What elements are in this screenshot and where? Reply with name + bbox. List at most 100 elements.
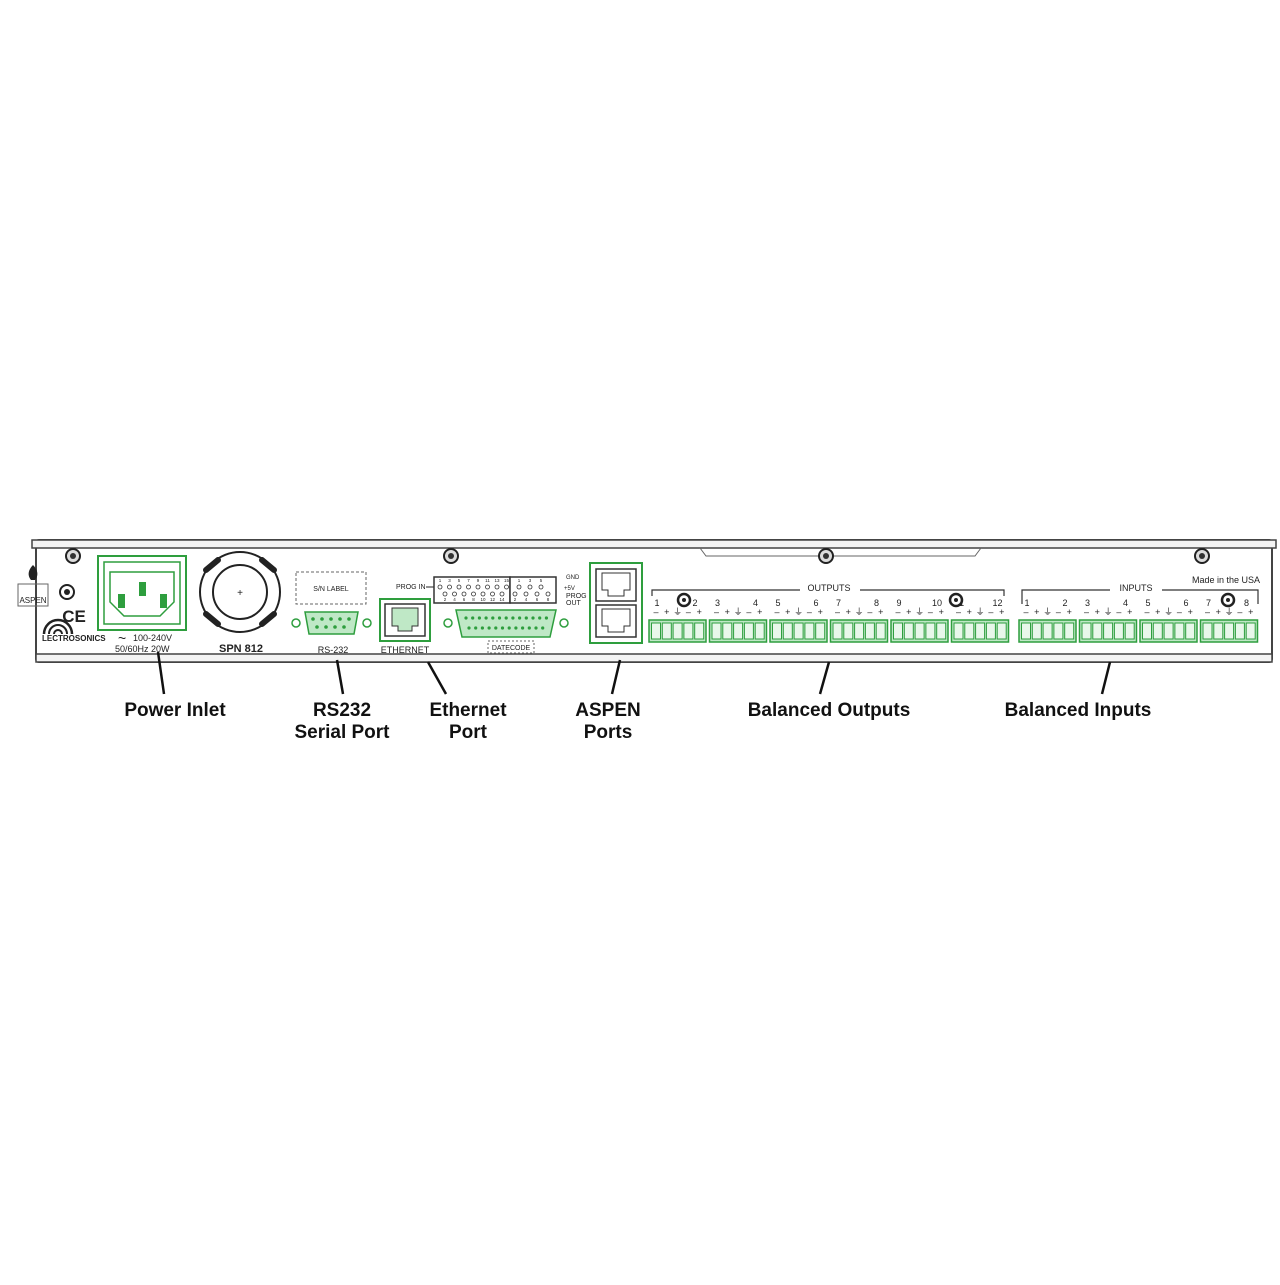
output-polarity-mark: – bbox=[746, 607, 751, 617]
output-polarity-mark: – bbox=[956, 607, 961, 617]
output-polarity-mark: ⏚ bbox=[673, 607, 682, 617]
outputs-label: OUTPUTS bbox=[807, 583, 850, 593]
input-channel-number: 5 bbox=[1145, 598, 1150, 608]
ground-post bbox=[59, 584, 75, 600]
output-ground-post-2 bbox=[948, 592, 964, 608]
input-polarity-mark: + bbox=[1034, 607, 1039, 617]
prog-out-pin-label: 8 bbox=[547, 597, 550, 602]
callout-aspen: ASPEN Ports bbox=[558, 700, 658, 744]
output-polarity-mark: + bbox=[757, 607, 762, 617]
input-polarity-mark: ⏚ bbox=[1164, 607, 1173, 617]
prog-in-pin-label: 15 bbox=[504, 578, 510, 583]
output-ground-post-1 bbox=[676, 592, 692, 608]
prog-in-pin-label: 7 bbox=[467, 578, 470, 583]
output-channel-number: 6 bbox=[813, 598, 818, 608]
input-terminal-slot bbox=[1224, 622, 1235, 640]
prog-out-label: PROG bbox=[566, 593, 587, 600]
output-terminal-slot bbox=[711, 622, 722, 640]
input-polarity-mark: + bbox=[1188, 607, 1193, 617]
prog-in-pin-label: 11 bbox=[485, 578, 490, 583]
prog-out-pin-label: 3 bbox=[529, 578, 532, 583]
output-terminal-slot bbox=[854, 622, 865, 640]
prog-in-connector bbox=[433, 576, 511, 604]
input-polarity-mark: – bbox=[1116, 607, 1121, 617]
datecode-box bbox=[487, 640, 535, 654]
screw-1 bbox=[65, 548, 81, 564]
db25-pin bbox=[527, 626, 531, 630]
prog-in-pin bbox=[452, 591, 457, 597]
output-terminal-slot bbox=[925, 622, 936, 640]
db25-pin bbox=[480, 626, 484, 630]
output-terminal-slot bbox=[733, 622, 744, 640]
prog-in-pin-label: 13 bbox=[494, 578, 500, 583]
db25-connector bbox=[443, 609, 569, 638]
sn-label-box bbox=[295, 571, 367, 605]
output-polarity-mark: – bbox=[867, 607, 872, 617]
input-channel-number: 8 bbox=[1244, 598, 1249, 608]
aspen-logo-text: ASPEN bbox=[19, 596, 46, 605]
output-channel-number: 3 bbox=[715, 598, 720, 608]
prog-in-pin bbox=[480, 591, 486, 597]
output-terminal-slot bbox=[694, 622, 705, 640]
input-terminal-slot bbox=[1113, 622, 1124, 640]
output-polarity-mark: – bbox=[928, 607, 933, 617]
inputs-label: INPUTS bbox=[1119, 583, 1152, 593]
chassis-top-rail bbox=[31, 539, 1277, 549]
prog-in-pin bbox=[456, 584, 462, 590]
output-channel-number: 7 bbox=[836, 598, 841, 608]
input-terminal-slot bbox=[1152, 622, 1163, 640]
prog-in-pin-label: 1 bbox=[439, 578, 442, 583]
prog-in-pin-label: 3 bbox=[448, 578, 451, 583]
callout-balanced-outputs-line1: Balanced Outputs bbox=[747, 700, 911, 721]
input-channel-number: 3 bbox=[1085, 598, 1090, 608]
output-terminal-slot bbox=[672, 622, 683, 640]
leader-aspen bbox=[610, 659, 622, 695]
prog-in-pin bbox=[504, 584, 509, 590]
db25-pin bbox=[464, 616, 468, 620]
callout-power-inlet: Power Inlet bbox=[95, 700, 255, 722]
input-polarity-mark: – bbox=[1023, 607, 1028, 617]
output-terminal-slot bbox=[964, 622, 975, 640]
output-polarity-mark: – bbox=[988, 607, 993, 617]
input-terminal-slot bbox=[1064, 622, 1075, 640]
prog-in-pin-label: 9 bbox=[477, 578, 480, 583]
prog-in-pin-label: 6 bbox=[463, 597, 466, 602]
input-polarity-mark: – bbox=[1177, 607, 1182, 617]
screw-3 bbox=[818, 548, 834, 564]
rs232-connector bbox=[291, 611, 372, 635]
db25-pin bbox=[491, 616, 495, 620]
callout-ethernet: Ethernet Port bbox=[408, 700, 528, 744]
prog-in-pin bbox=[442, 591, 448, 597]
rs232-panel-label: RS-232 bbox=[318, 645, 349, 655]
leader-rs232 bbox=[335, 659, 345, 695]
db25-pin bbox=[497, 616, 502, 620]
input-polarity-mark: ⏚ bbox=[1104, 607, 1113, 617]
db25-pin bbox=[504, 616, 508, 620]
plus5v-label: +5V bbox=[564, 586, 575, 592]
input-polarity-mark: + bbox=[1248, 607, 1253, 617]
prog-in-pin-label: 2 bbox=[444, 597, 447, 602]
prog-in-pin bbox=[494, 584, 500, 590]
output-terminal-slot bbox=[875, 622, 886, 640]
output-polarity-mark: ⏚ bbox=[976, 607, 985, 617]
leader-ethernet bbox=[426, 661, 448, 695]
input-polarity-mark: ⏚ bbox=[1225, 607, 1234, 617]
screw-4 bbox=[1194, 548, 1210, 564]
prog-out-pin-label: 1 bbox=[518, 578, 521, 583]
output-polarity-mark: – bbox=[895, 607, 900, 617]
prog-in-pin-label: 8 bbox=[472, 597, 475, 602]
output-terminal-slot bbox=[815, 622, 826, 640]
input-terminal-slot bbox=[1042, 622, 1053, 640]
input-channel-number: 6 bbox=[1183, 598, 1188, 608]
output-polarity-mark: ⏚ bbox=[794, 607, 803, 617]
db25-pin bbox=[471, 616, 475, 620]
prog-in-pin-label: 4 bbox=[453, 597, 456, 602]
sn-label-text: S/N LABEL bbox=[313, 586, 349, 593]
prog-out-pin bbox=[512, 591, 518, 597]
callout-balanced-inputs-line1: Balanced Inputs bbox=[1004, 700, 1152, 721]
output-terminal-slot bbox=[683, 622, 694, 640]
input-terminal-slot bbox=[1202, 622, 1213, 640]
